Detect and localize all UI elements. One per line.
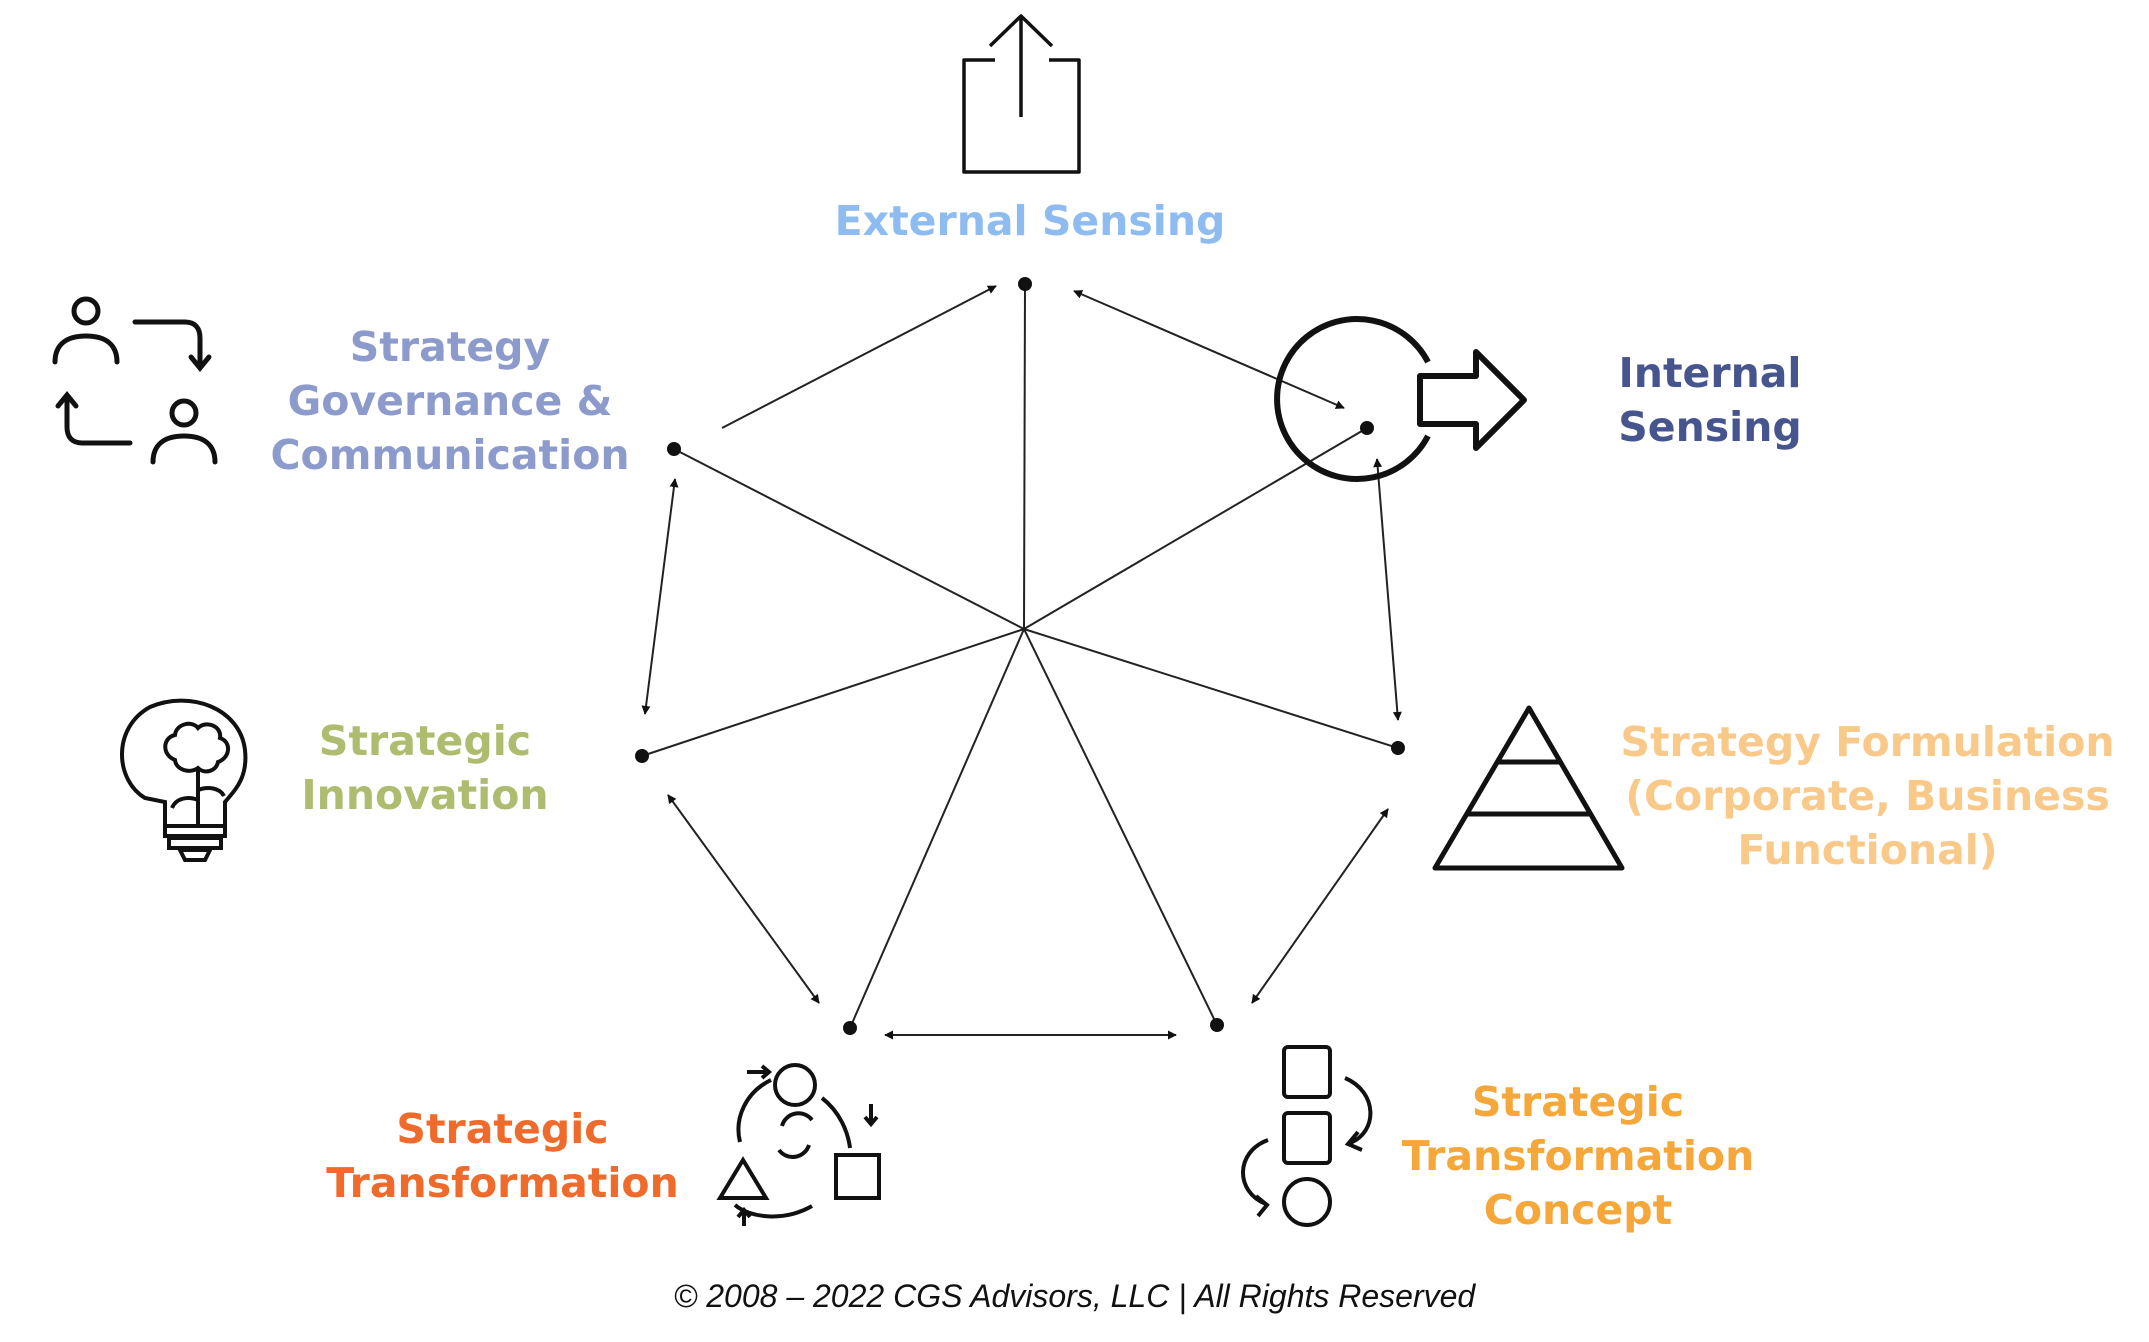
spoke-strategic-innovation [641,628,1025,757]
label-strategic-transformation: Strategic Transformation [315,1102,690,1210]
spoke-strategy-governance [673,448,1025,630]
arrow-formulation-concept [1251,808,1389,1004]
spoke-strategy-formulation [1023,628,1399,749]
label-strategic-transformation-concept: Strategic Transformation Concept [1388,1075,1768,1237]
people-exchange-icon [52,296,218,465]
label-line: Transformation [1401,1132,1755,1180]
label-line: Internal [1618,349,1802,397]
label-strategy-governance-communication: Strategy Governance & Communication [250,320,650,482]
label-line: Transformation [326,1159,679,1207]
shapes-cycle-icon [716,1063,881,1226]
dot-strategy-governance [667,442,681,456]
label-line: Strategic [1471,1078,1685,1126]
dot-strategic-transformation-concept [1210,1018,1224,1032]
label-line: Strategy [349,323,551,371]
label-strategy-formulation: Strategy Formulation (Corporate, Busines… [1600,715,2135,877]
label-line: Strategic [396,1105,609,1153]
node-dots [635,277,1405,1035]
label-internal-sensing: Internal Sensing [1575,346,1845,454]
arrow-governance-to-external [721,285,997,429]
dot-strategy-formulation [1391,741,1405,755]
label-line: Sensing [1618,403,1802,451]
label-line: Governance & [287,377,613,425]
pyramid-icon [1432,705,1625,871]
label-line: Strategic [318,717,532,765]
arrow-innovation-governance [641,478,679,715]
spoke-external-sensing [1023,283,1026,630]
dot-internal-sensing [1360,421,1374,435]
enter-arrow-icon [1274,316,1527,482]
label-strategic-innovation: Strategic Innovation [280,714,570,822]
label-external-sensing: External Sensing [780,194,1280,248]
label-line: Communication [270,431,630,479]
upload-box-icon [962,14,1081,174]
spoke-strategic-transformation [849,628,1025,1029]
spoke-internal-sensing [1023,427,1368,630]
label-line: (Corporate, Business [1625,772,2110,820]
spokes [641,283,1399,1029]
arrow-transformation-innovation [667,794,820,1004]
dot-strategic-innovation [635,749,649,763]
shapes-flow-icon [1241,1045,1373,1227]
label-line: Functional) [1737,826,1998,874]
dot-external-sensing [1018,277,1032,291]
dot-strategic-transformation [843,1021,857,1035]
label-line: External Sensing [834,197,1226,245]
label-line: Strategy Formulation [1620,718,2115,766]
copyright-notice: © 2008 – 2022 CGS Advisors, LLC | All Ri… [673,1278,1476,1314]
label-line: Innovation [301,771,549,819]
spoke-strategic-transformation-concept [1023,628,1218,1026]
label-line: Concept [1483,1186,1673,1234]
perimeter-arrows [641,285,1402,1040]
arrow-internal-formulation [1373,458,1402,721]
arrow-external-internal [1073,290,1345,409]
brain-lightbulb-icon [120,698,248,862]
